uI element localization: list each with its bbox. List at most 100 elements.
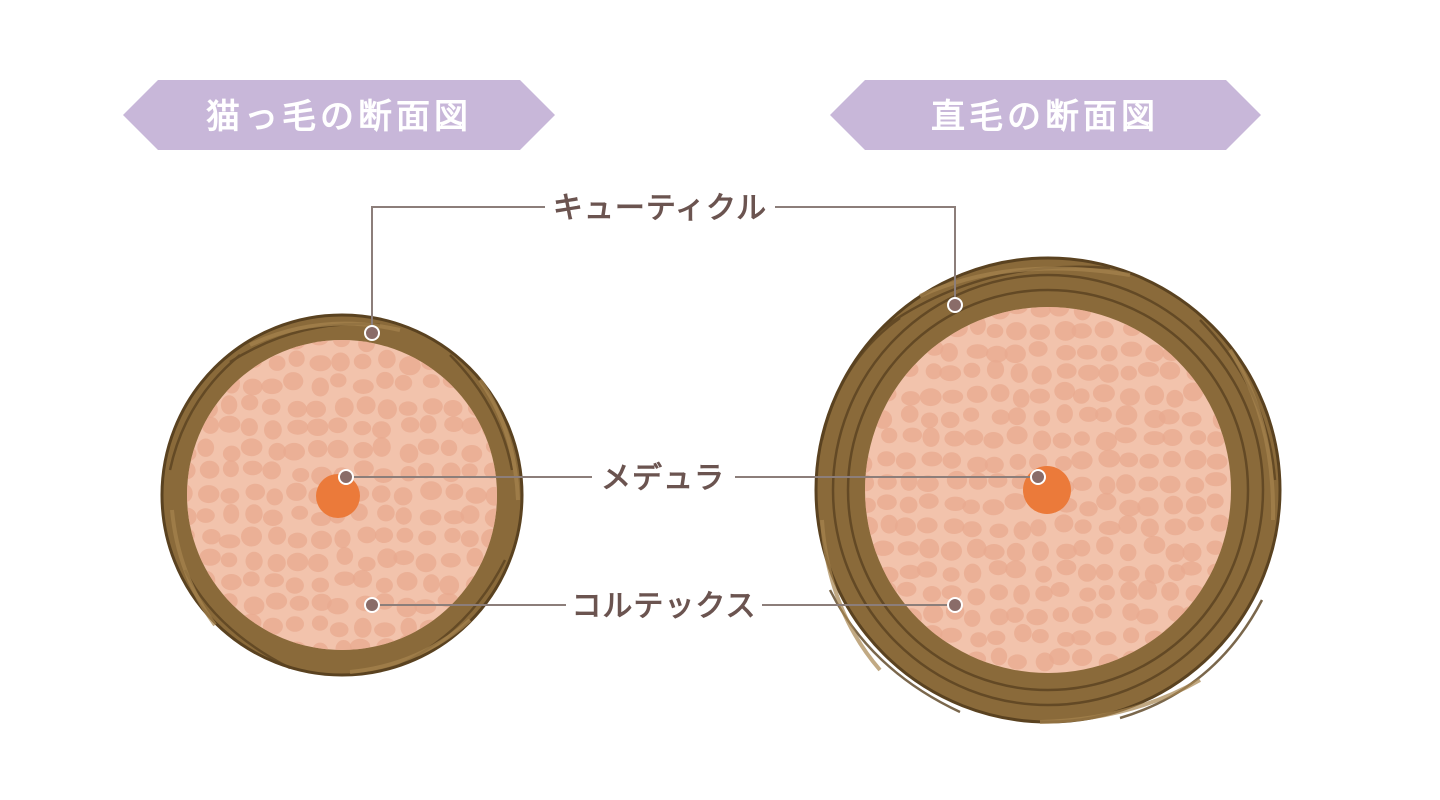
medulla-label: メデュラ <box>601 461 725 496</box>
cortex-cell <box>1071 323 1092 339</box>
cortex-cell <box>375 577 393 594</box>
cortex-cell <box>921 451 943 467</box>
cortex-cell <box>267 554 286 572</box>
cortex-cell <box>445 483 464 500</box>
cortex-cell <box>1095 407 1112 423</box>
cortex-cell <box>1187 516 1204 531</box>
cortex-cell <box>940 411 960 429</box>
cortex-cell <box>461 445 483 463</box>
cortex-cell <box>1119 388 1140 406</box>
cortex-cell <box>916 561 938 578</box>
cortex-cell <box>1119 452 1139 468</box>
cortex-cell <box>1012 389 1030 408</box>
cortex-cell <box>1052 607 1070 623</box>
cortex-cell <box>262 617 283 635</box>
cortex-cell <box>461 463 478 479</box>
cortex-cell <box>940 627 962 643</box>
cortex-cell <box>1079 406 1099 422</box>
cortex-cell <box>357 526 377 544</box>
cortex-cell <box>199 460 220 479</box>
cortex-cell <box>307 418 329 436</box>
cortex-cell <box>242 571 260 587</box>
cortex-cell <box>963 362 981 378</box>
cortex-cell <box>1206 453 1228 470</box>
cortex-cell <box>964 609 981 627</box>
cortex-cell <box>460 505 480 524</box>
cortex-cell <box>922 427 940 448</box>
cortex-cell <box>1118 565 1140 582</box>
cortex-cell <box>1120 341 1143 357</box>
cortex-cell <box>1056 404 1073 424</box>
cortex-cell <box>396 597 417 618</box>
cortex-cell <box>1144 385 1165 406</box>
cortex-cell <box>201 416 219 434</box>
cortex-cell <box>1098 520 1121 536</box>
cortex-cell <box>1166 389 1184 408</box>
cortex-cell <box>872 540 895 556</box>
cortex-cell <box>921 412 939 429</box>
cortex-callout: コルテックス <box>364 589 963 624</box>
cortex-cell <box>1073 539 1091 557</box>
cortex-cell <box>986 324 1004 338</box>
cortex-cell <box>1072 476 1092 491</box>
cortex-cell <box>1140 518 1159 538</box>
heading-left-label: 猫っ毛の断面図 <box>206 97 472 137</box>
cortex-cell <box>334 397 354 418</box>
cortex-cell <box>306 400 326 418</box>
cortex-cell <box>353 442 374 459</box>
cortex-cell <box>990 608 1009 626</box>
cortex-cell <box>417 462 435 479</box>
cortex-cell <box>1050 582 1070 597</box>
cortex-cell <box>263 509 283 526</box>
cortex-cell <box>220 395 238 415</box>
cortex-cell <box>1007 654 1027 670</box>
cortex-cell <box>990 647 1008 666</box>
cortex-cell <box>1079 587 1097 602</box>
cortex-cell <box>1005 560 1027 579</box>
cortex-cell <box>1092 384 1115 403</box>
cortex-cell <box>418 530 437 546</box>
cortex-cell <box>414 599 437 615</box>
cortex-cell <box>897 541 919 556</box>
cortex-cell <box>984 456 1004 474</box>
cortex-cell <box>1184 449 1207 470</box>
cortex-cell <box>198 485 220 504</box>
cortex-cell <box>466 547 484 567</box>
cortex-cell <box>1123 627 1140 644</box>
cortex-cell <box>1028 341 1048 357</box>
cortex-cell <box>335 640 352 650</box>
cortex-cell <box>331 352 350 372</box>
cortex-cell <box>422 374 440 389</box>
cortex-cell <box>461 417 482 435</box>
cortex-cell <box>1052 432 1072 449</box>
cortex-cell <box>285 577 304 594</box>
cortex-cell <box>899 564 921 580</box>
cortex-cell <box>1183 382 1204 402</box>
cortex-cell <box>1006 426 1028 445</box>
cortex-cell <box>917 475 939 493</box>
cortex-cell <box>441 462 461 483</box>
cortex-cell <box>358 340 375 353</box>
cortex-cell <box>963 563 982 583</box>
cortex-cell <box>444 510 465 525</box>
cortex-cell <box>1138 580 1157 600</box>
cortex-cell <box>197 438 215 457</box>
cortex-cell <box>881 427 898 444</box>
cortex-cell <box>1096 536 1114 555</box>
cortex-cell <box>1181 411 1202 427</box>
banner-right-shape <box>830 80 1261 150</box>
medulla-point-right <box>1030 469 1046 485</box>
cortex-cell <box>240 418 258 437</box>
cortex-cell <box>1136 608 1159 625</box>
cortex-cell <box>1207 431 1225 447</box>
cortex-cell <box>963 407 980 422</box>
cortex-cell <box>287 400 307 418</box>
cortex-cell <box>1206 493 1224 509</box>
cortex-cell <box>187 461 196 480</box>
cortex-cell <box>1115 405 1138 426</box>
cortex-cell <box>922 586 942 602</box>
cortex-cell <box>1004 344 1026 364</box>
left-hair-section <box>160 313 524 677</box>
cortex-cell <box>243 596 265 615</box>
